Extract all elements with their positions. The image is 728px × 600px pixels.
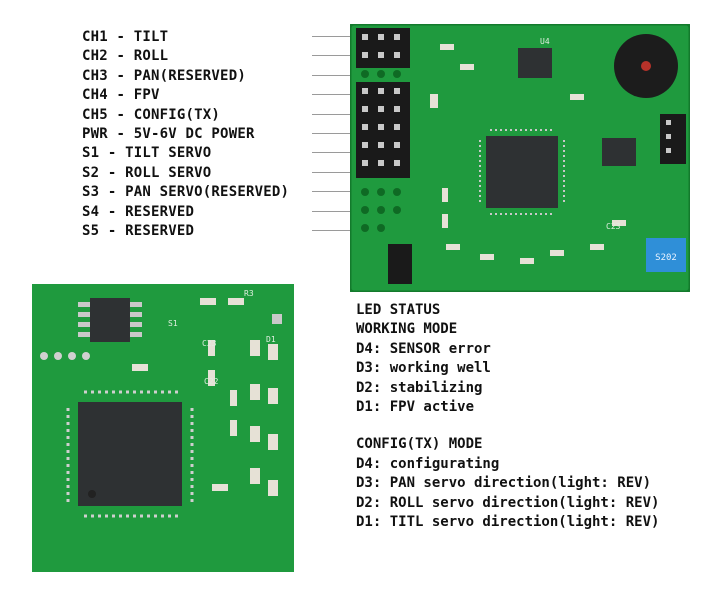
working-mode-item: D1: FPV active [356, 399, 475, 416]
pinout-item: CH1 - TILT [82, 29, 169, 45]
pinout-item: S1 - TILT SERVO [82, 145, 212, 162]
power-regulator [388, 244, 412, 284]
pinout-item: PWR - 5V-6V DC POWER [82, 126, 255, 143]
working-mode-item: D2: stabilizing [356, 379, 483, 396]
config-mode-title: CONFIG(TX) MODE [356, 436, 483, 453]
closeup-label-c22: C22 [204, 377, 219, 386]
working-mode-item: D3: working well [356, 360, 491, 377]
pinout-item: CH3 - PAN(RESERVED) [82, 67, 246, 84]
pinout-item: CH5 - CONFIG(TX) [82, 106, 221, 123]
working-mode-title: WORKING MODE [356, 321, 458, 338]
pinout-item: S5 - RESERVED [82, 223, 195, 240]
leader-lines [312, 36, 352, 249]
pinout-item: S4 - RESERVED [82, 203, 195, 220]
pinout-item: S2 - ROLL SERVO [82, 164, 212, 181]
sticker-label: S202 [655, 253, 677, 263]
sensor-chip [518, 48, 552, 78]
closeup-label-c23: C23 [202, 339, 217, 348]
closeup-mcu-chip [78, 402, 182, 506]
led-status-legend: LED STATUS WORKING MODE D4: SENSOR error… [356, 301, 659, 532]
board-label-u4: U4 [540, 37, 550, 46]
closeup-label-r3: R3 [244, 289, 254, 298]
pin-header-block [356, 28, 410, 232]
config-mode-item: D1: TITL servo direction(light: REV) [356, 514, 660, 531]
pinout-item: S3 - PAN SERVO(RESERVED) [82, 184, 290, 201]
blue-component [646, 238, 686, 272]
side-header [660, 114, 686, 164]
pcb-photo-closeup: C23 C22 R3 D1 S1 [32, 284, 294, 572]
closeup-small-chip [90, 298, 130, 342]
regulator-chip [602, 138, 636, 166]
config-mode-item: D3: PAN servo direction(light: REV) [356, 475, 652, 492]
closeup-label-d1: D1 [266, 335, 276, 344]
board-label-c23: C23 [606, 222, 621, 231]
pcb-photo-top: S202 U4 C23 [350, 24, 690, 292]
mcu-chip [486, 136, 558, 208]
config-mode-item: D4: configurating [356, 455, 500, 472]
pinout-item: CH4 - FPV [82, 87, 160, 104]
pinout-item: CH2 - ROLL [82, 48, 169, 65]
config-mode-item: D2: ROLL servo direction(light: REV) [356, 494, 660, 511]
led-status-title: LED STATUS [356, 302, 441, 318]
working-mode-item: D4: SENSOR error [356, 340, 491, 357]
pinout-list: CH1 - TILT CH2 - ROLL CH3 - PAN(RESERVED… [82, 28, 289, 241]
closeup-label-s1: S1 [168, 319, 178, 328]
